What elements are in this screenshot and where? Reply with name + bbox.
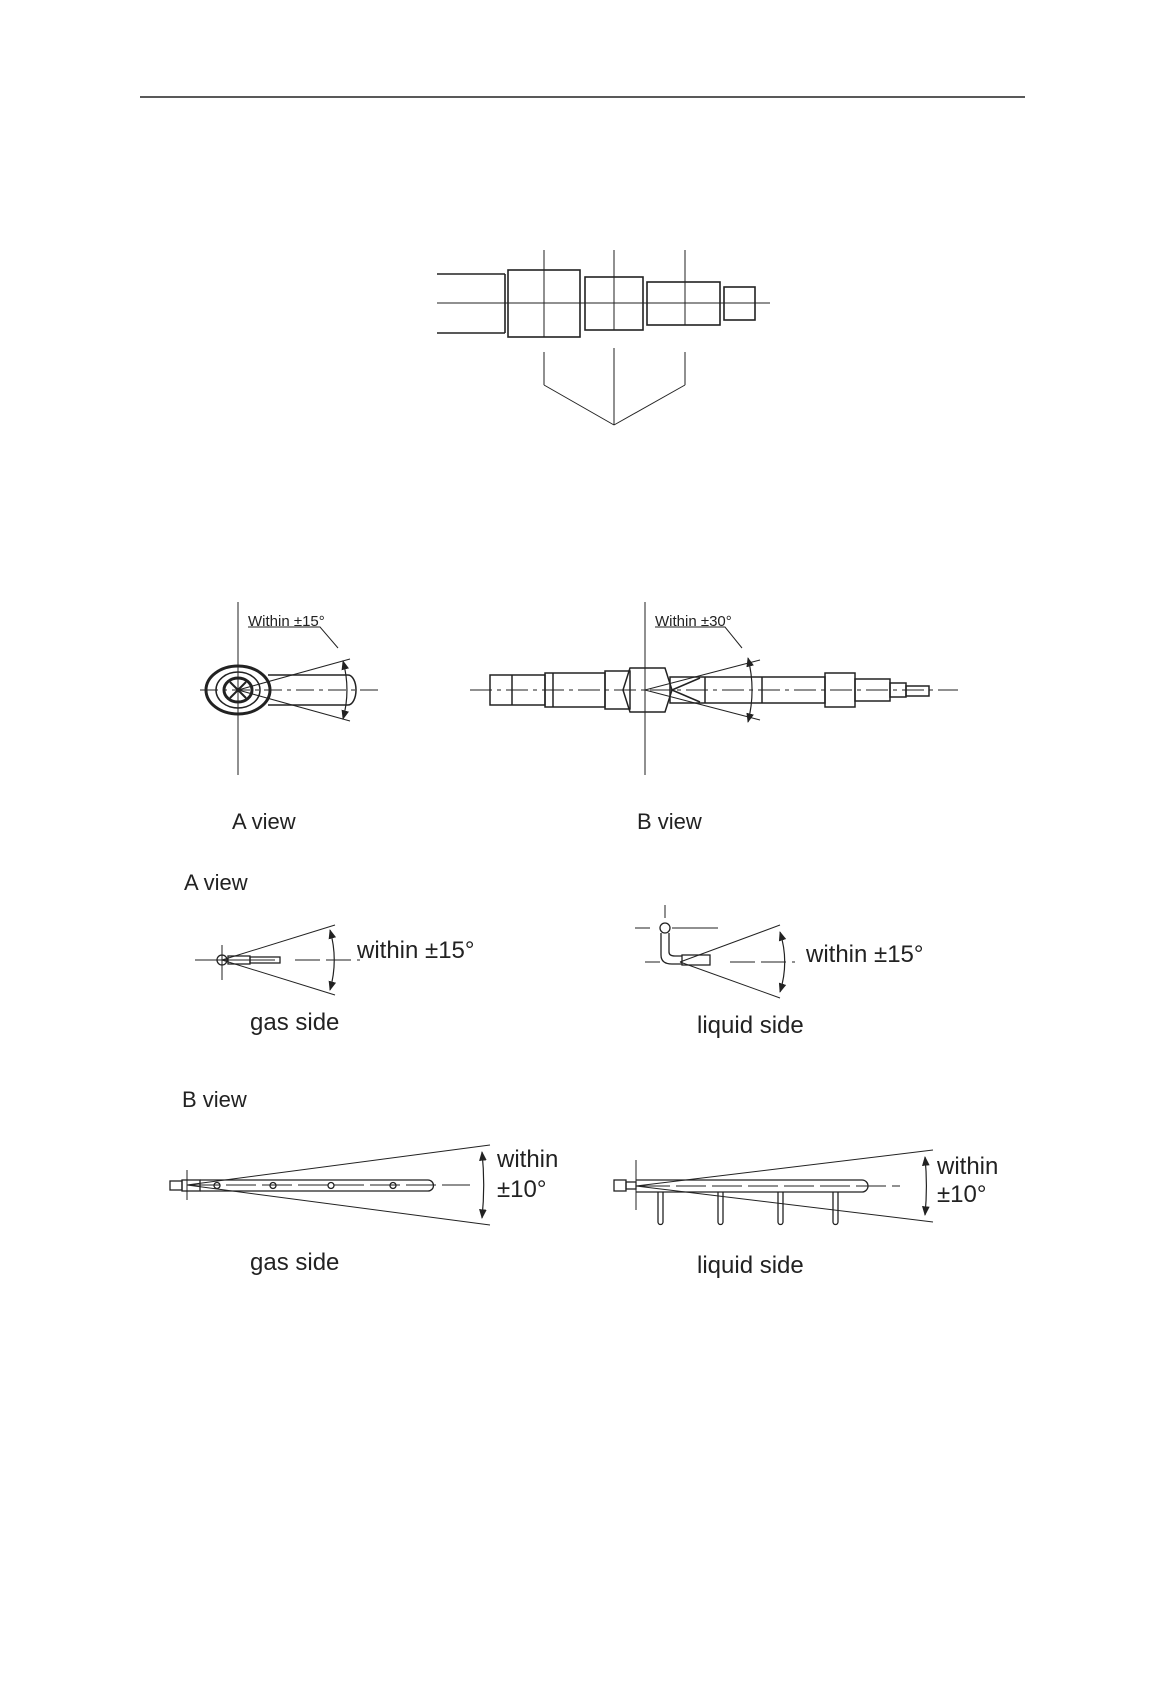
detail-a-gas-angle: within ±15° (356, 937, 475, 964)
b-view-caption: B view (637, 809, 702, 834)
detail-b-heading: B view (182, 1087, 247, 1112)
pipe-assembly-drawing (437, 250, 770, 425)
a-view-angle-label: Within ±15° (248, 613, 325, 630)
detail-a-liquid-angle: within ±15° (805, 941, 924, 968)
b-view-angle-label: Within ±30° (655, 613, 732, 630)
detail-a-gas-caption: gas side (250, 1009, 339, 1036)
detail-b-gas-angle-line2: ±10° (497, 1176, 546, 1203)
detail-a-liquid-caption: liquid side (697, 1012, 804, 1039)
detail-a-heading: A view (184, 870, 248, 895)
detail-b-liquid-angle-line1: within (936, 1153, 998, 1180)
a-view-caption: A view (232, 809, 296, 834)
detail-b-gas-drawing (170, 1145, 490, 1225)
detail-b-liquid-drawing (614, 1150, 933, 1225)
detail-b-liquid-angle-line2: ±10° (937, 1181, 986, 1208)
detail-a-liquid-drawing (635, 905, 795, 998)
detail-a-gas-drawing (195, 925, 360, 995)
detail-b-gas-angle-line1: within (496, 1146, 558, 1173)
detail-b-liquid-caption: liquid side (697, 1252, 804, 1279)
detail-b-gas-caption: gas side (250, 1249, 339, 1276)
